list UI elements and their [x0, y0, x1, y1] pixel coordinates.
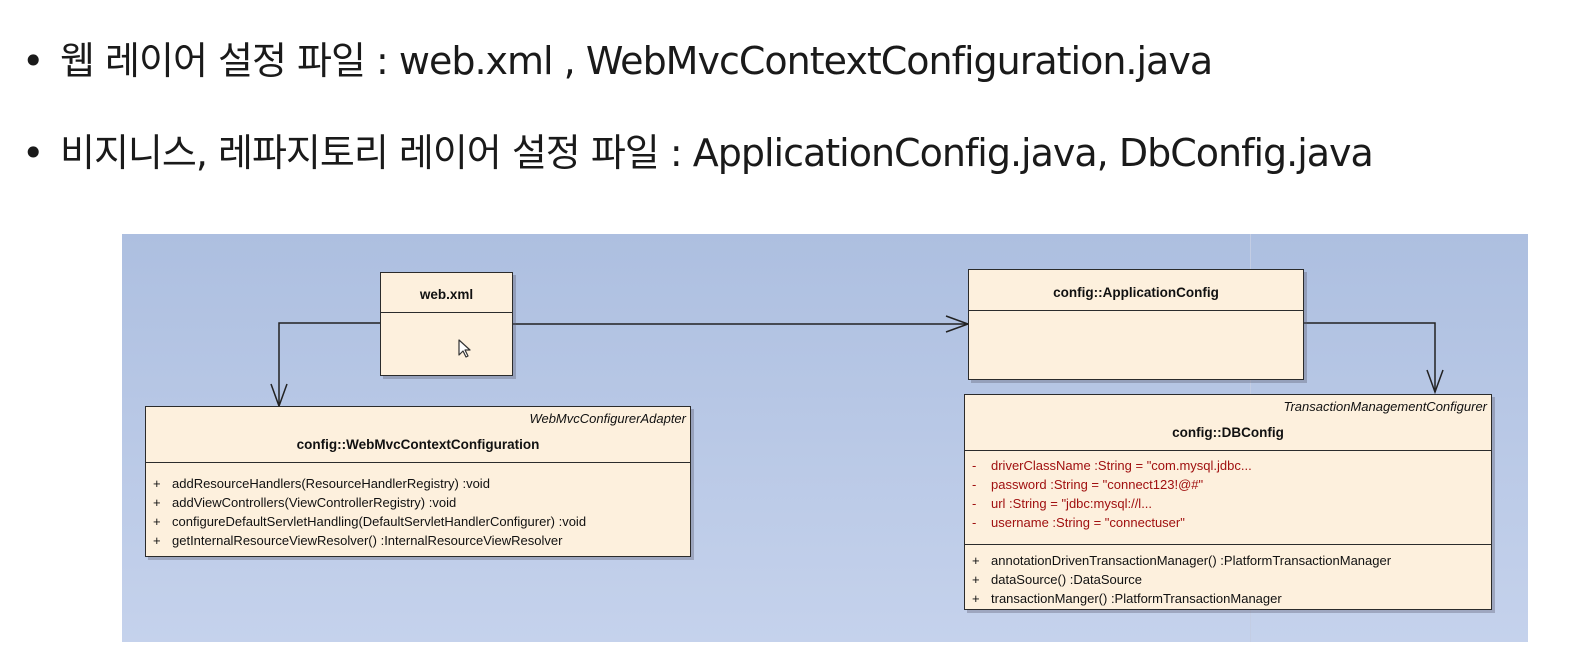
operation-row[interactable]: +transactionManger() :PlatformTransactio…: [972, 591, 1282, 606]
bullet-text: 웹 레이어 설정 파일 : web.xml , WebMvcContextCon…: [60, 39, 1213, 83]
bullet-symbol: •: [22, 39, 44, 83]
arrow-appconfig-to-dbconfig: [1304, 322, 1436, 392]
attributes-compartment: -driverClassName :String = "com.mysql.jd…: [965, 451, 1491, 545]
class-box-dbconfig[interactable]: TransactionManagementConfigurer config::…: [964, 394, 1492, 610]
bullet-web-layer: • 웹 레이어 설정 파일 : web.xml , WebMvcContextCo…: [22, 30, 1213, 85]
class-header: config::ApplicationConfig: [969, 270, 1303, 311]
class-name: web.xml: [419, 287, 474, 302]
operation-row[interactable]: +addViewControllers(ViewControllerRegist…: [153, 495, 457, 510]
attribute-row[interactable]: -username :String = "connectuser": [972, 515, 1185, 530]
attribute-row[interactable]: -password :String = "connect123!@#": [972, 477, 1204, 492]
class-name: config::WebMvcContextConfiguration: [296, 437, 540, 452]
attribute-row[interactable]: -driverClassName :String = "com.mysql.jd…: [972, 458, 1252, 473]
operation-row[interactable]: +dataSource() :DataSource: [972, 572, 1143, 587]
bullet-text: 비지니스, 레파지토리 레이어 설정 파일 : ApplicationConfi…: [60, 131, 1374, 175]
class-header: TransactionManagementConfigurer config::…: [965, 395, 1491, 451]
operation-row[interactable]: +addResourceHandlers(ResourceHandlerRegi…: [153, 476, 490, 491]
class-name: config::ApplicationConfig: [1053, 285, 1219, 300]
bullet-symbol: •: [22, 131, 44, 175]
mouse-cursor-icon: [458, 339, 471, 358]
class-header: web.xml: [381, 273, 512, 313]
arrowhead-appconfig-to-dbconfig: [1426, 369, 1444, 395]
class-stereotype: WebMvcConfigurerAdapter: [529, 411, 686, 426]
class-name: config::DBConfig: [1172, 425, 1284, 440]
class-box-webmvccontextconfiguration[interactable]: WebMvcConfigurerAdapter config::WebMvcCo…: [145, 406, 691, 557]
bullet-business-layer: • 비지니스, 레파지토리 레이어 설정 파일 : ApplicationConf…: [22, 122, 1374, 177]
class-stereotype: TransactionManagementConfigurer: [1283, 399, 1487, 414]
operation-row[interactable]: +annotationDrivenTransactionManager() :P…: [972, 553, 1392, 568]
class-box-webxml[interactable]: web.xml: [380, 272, 513, 376]
operation-row[interactable]: +configureDefaultServletHandling(Default…: [153, 514, 587, 529]
operations-compartment: +annotationDrivenTransactionManager() :P…: [965, 545, 1491, 608]
dependency-arrows: [270, 315, 1444, 409]
class-header: WebMvcConfigurerAdapter config::WebMvcCo…: [146, 407, 690, 463]
class-box-applicationconfig[interactable]: config::ApplicationConfig: [968, 269, 1304, 380]
arrow-webxml-to-webmvc: [278, 322, 380, 406]
attribute-row[interactable]: -url :String = "jdbc:mysql://l...: [972, 496, 1153, 511]
operations-compartment: +addResourceHandlers(ResourceHandlerRegi…: [146, 463, 690, 550]
uml-diagram-canvas: web.xml config::ApplicationConfig WebMvc…: [122, 234, 1528, 642]
operation-row[interactable]: +getInternalResourceViewResolver() :Inte…: [153, 533, 563, 548]
